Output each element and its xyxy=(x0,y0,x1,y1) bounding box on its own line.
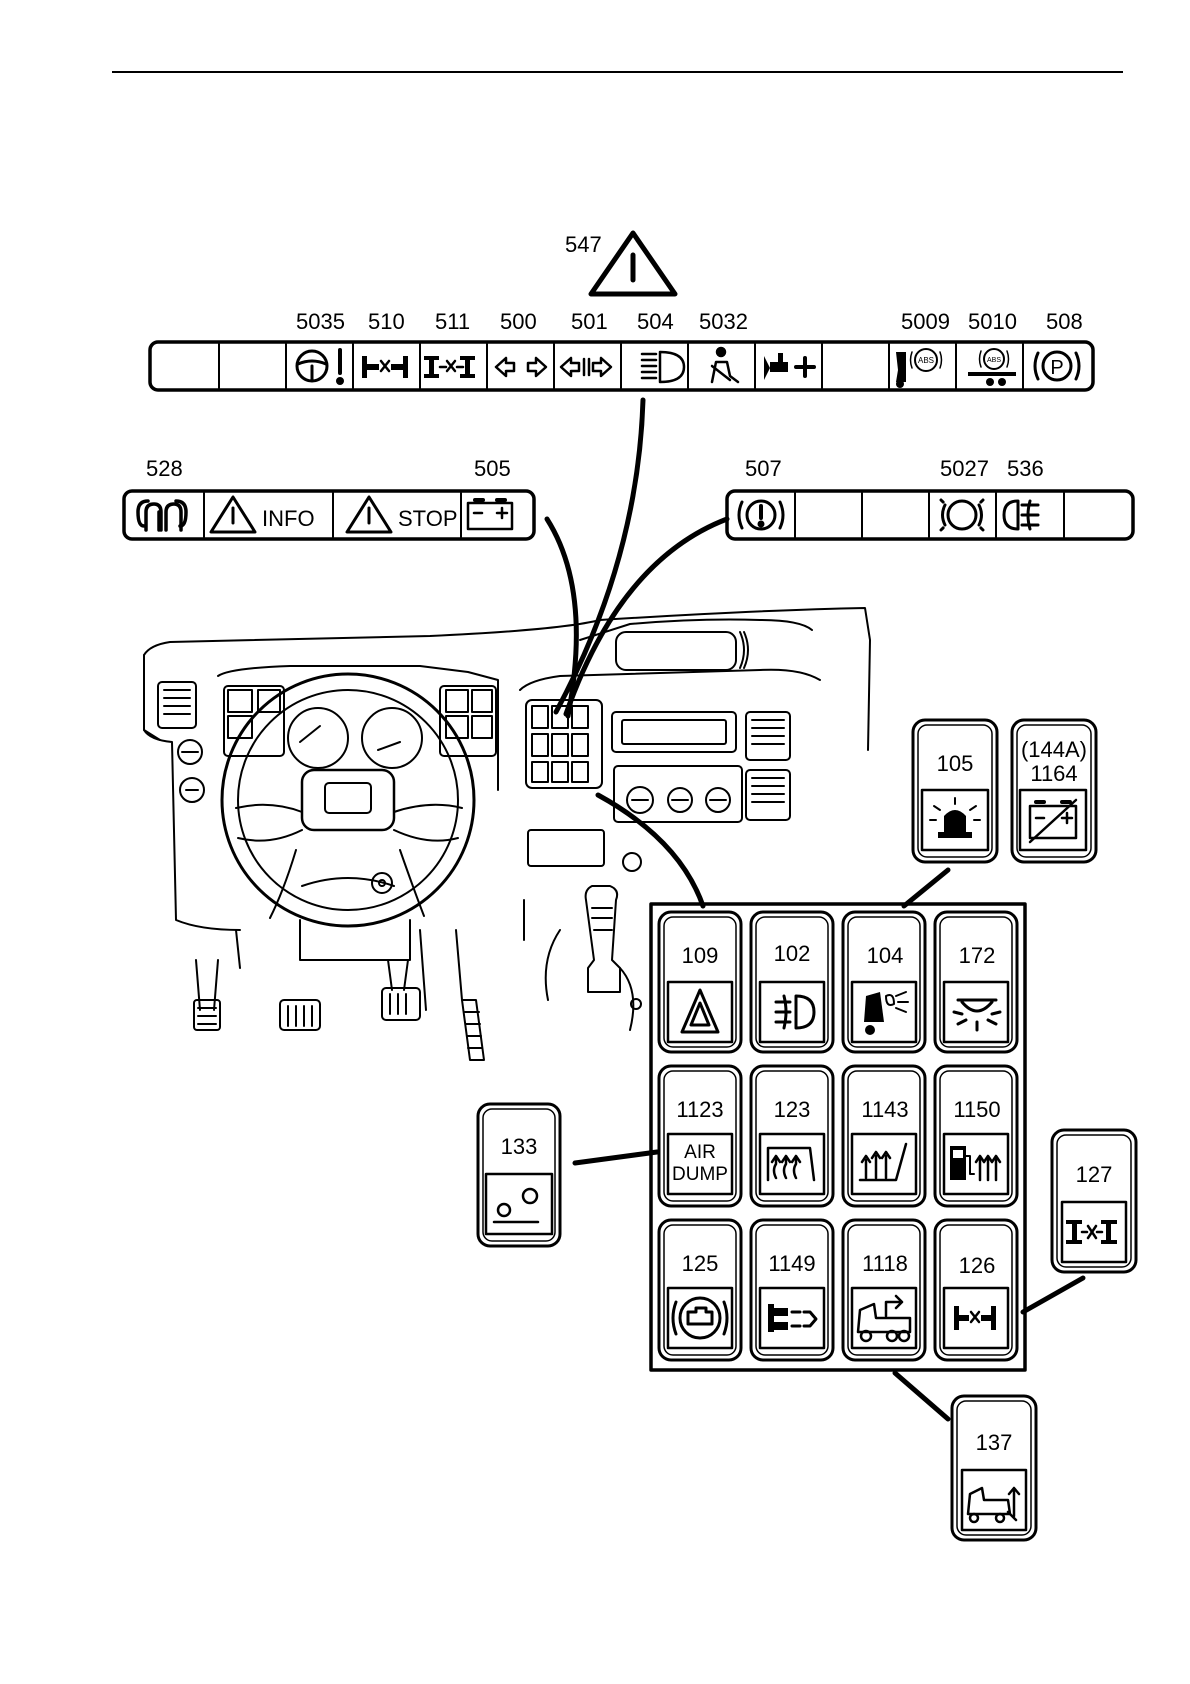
seat-belt-icon xyxy=(712,348,738,382)
axle-load-icon xyxy=(494,1189,538,1222)
label-172: 172 xyxy=(959,943,996,968)
label-1118: 1118 xyxy=(862,1251,908,1276)
brake-wear-icon xyxy=(941,500,983,530)
steering-warning-icon xyxy=(297,350,343,384)
switch-102[interactable]: 102 xyxy=(751,912,833,1052)
switch-137[interactable]: 137 xyxy=(952,1396,1036,1540)
label-1143: 1143 xyxy=(861,1097,908,1122)
label-5032: 5032 xyxy=(699,309,748,334)
switch-125[interactable]: 125 xyxy=(659,1220,741,1360)
label-511: 511 xyxy=(435,309,470,334)
label-510: 510 xyxy=(368,309,405,334)
interior-light-icon xyxy=(954,1000,1000,1030)
turn-indicators-trailer-icon xyxy=(561,358,611,376)
abs-truck-icon: ABS xyxy=(896,349,942,388)
warning-triangle-icon xyxy=(591,233,675,294)
label-504: 504 xyxy=(637,309,674,334)
label-1150: 1150 xyxy=(953,1097,1000,1122)
label-5035: 5035 xyxy=(296,309,345,334)
hazard-warning-icon xyxy=(682,990,718,1032)
label-1164: 1164 xyxy=(1030,761,1077,786)
lift-axle-icon xyxy=(858,1296,910,1341)
label-104: 104 xyxy=(867,943,904,968)
label-133: 133 xyxy=(501,1134,538,1159)
abs-text-5009: ABS xyxy=(918,356,934,365)
label-126: 126 xyxy=(959,1253,996,1278)
label-5010: 5010 xyxy=(968,309,1017,334)
switch-1164[interactable]: (144A) 1164 xyxy=(1012,720,1096,862)
abs-text-5010: ABS xyxy=(987,357,1001,364)
right-indicator-bar: 507 5027 536 xyxy=(727,456,1133,539)
parking-brake-icon: P xyxy=(1035,352,1079,380)
warning-lamp-547: 547 xyxy=(565,232,675,294)
left-indicator-bar: 528 505 INFO STOP xyxy=(124,456,534,539)
switch-104[interactable]: 104 xyxy=(843,912,925,1052)
label-5009: 5009 xyxy=(901,309,950,334)
switch-1149[interactable]: 1149 xyxy=(751,1220,833,1360)
label-105: 105 xyxy=(937,751,974,776)
label-125: 125 xyxy=(682,1251,719,1276)
top-indicator-bar: 5035 510 511 500 501 504 5032 5009 5010 … xyxy=(150,309,1093,390)
switch-127[interactable]: 127 xyxy=(1052,1130,1136,1272)
label-5027: 5027 xyxy=(940,456,989,481)
label-505: 505 xyxy=(474,456,511,481)
label-528: 528 xyxy=(146,456,183,481)
label-501: 501 xyxy=(571,309,608,334)
battery-charging-icon xyxy=(468,500,512,529)
work-light-icon xyxy=(864,992,908,1035)
switch-panel: 109 102 104 xyxy=(651,904,1025,1370)
info-warning-icon: INFO xyxy=(211,497,315,532)
switch-109[interactable]: 109 xyxy=(659,912,741,1052)
switch-1143[interactable]: 1143 xyxy=(843,1066,925,1206)
power-takeoff-icon xyxy=(768,1304,816,1332)
main-beam-icon xyxy=(642,352,684,382)
label-508: 508 xyxy=(1046,309,1083,334)
label-109: 109 xyxy=(682,943,719,968)
label-137: 137 xyxy=(976,1430,1013,1455)
switch-133[interactable]: 133 xyxy=(478,1104,560,1246)
label-507: 507 xyxy=(745,456,782,481)
turn-indicators-truck-icon xyxy=(496,358,546,376)
label-1149: 1149 xyxy=(768,1251,815,1276)
label-500: 500 xyxy=(500,309,537,334)
label-536: 536 xyxy=(1007,456,1044,481)
switch-1118[interactable]: 1118 xyxy=(843,1220,925,1360)
beacon-icon xyxy=(930,798,980,838)
switch-105[interactable]: 105 xyxy=(913,720,997,862)
switch-1123[interactable]: 1123 AIR DUMP xyxy=(659,1066,741,1206)
air-dump-line2: DUMP xyxy=(672,1164,728,1185)
switch-172[interactable]: 172 xyxy=(935,912,1017,1052)
axle-diff-lock-icon xyxy=(424,356,475,378)
label-123: 123 xyxy=(774,1097,811,1122)
label-102: 102 xyxy=(774,941,811,966)
switch-123[interactable]: 123 xyxy=(751,1066,833,1206)
rear-fog-icon xyxy=(1004,501,1038,529)
switch-126[interactable]: 126 xyxy=(935,1220,1017,1360)
front-fog-icon xyxy=(776,996,814,1028)
switch-1150[interactable]: 1150 xyxy=(935,1066,1017,1206)
info-text: INFO xyxy=(262,506,315,531)
label-1123: 1123 xyxy=(676,1097,723,1122)
diff-lock-icon xyxy=(362,356,408,378)
seat-heater-icon xyxy=(860,1144,906,1180)
cross-diff-lock-icon xyxy=(1066,1220,1117,1244)
brake-failure-icon xyxy=(739,501,783,529)
fuel-heater-icon xyxy=(950,1146,1000,1180)
exhaust-brake-icon xyxy=(673,1298,727,1338)
label-547: 547 xyxy=(565,232,602,257)
rear-screen-heater-icon xyxy=(768,1148,814,1180)
label-144a: (144A) xyxy=(1021,737,1087,762)
abs-trailer-icon: ABS xyxy=(968,349,1016,386)
stop-warning-icon: STOP xyxy=(347,497,458,532)
crane-icon xyxy=(764,353,814,380)
preheat-icon xyxy=(138,501,186,530)
tipper-icon xyxy=(968,1488,1019,1522)
label-127: 127 xyxy=(1076,1162,1113,1187)
battery-isolator-icon xyxy=(1030,800,1076,842)
svg-text:P: P xyxy=(1050,357,1063,379)
air-dump-line1: AIR xyxy=(684,1142,716,1163)
stop-text: STOP xyxy=(398,506,458,531)
diff-lock-switch-icon xyxy=(954,1306,996,1330)
